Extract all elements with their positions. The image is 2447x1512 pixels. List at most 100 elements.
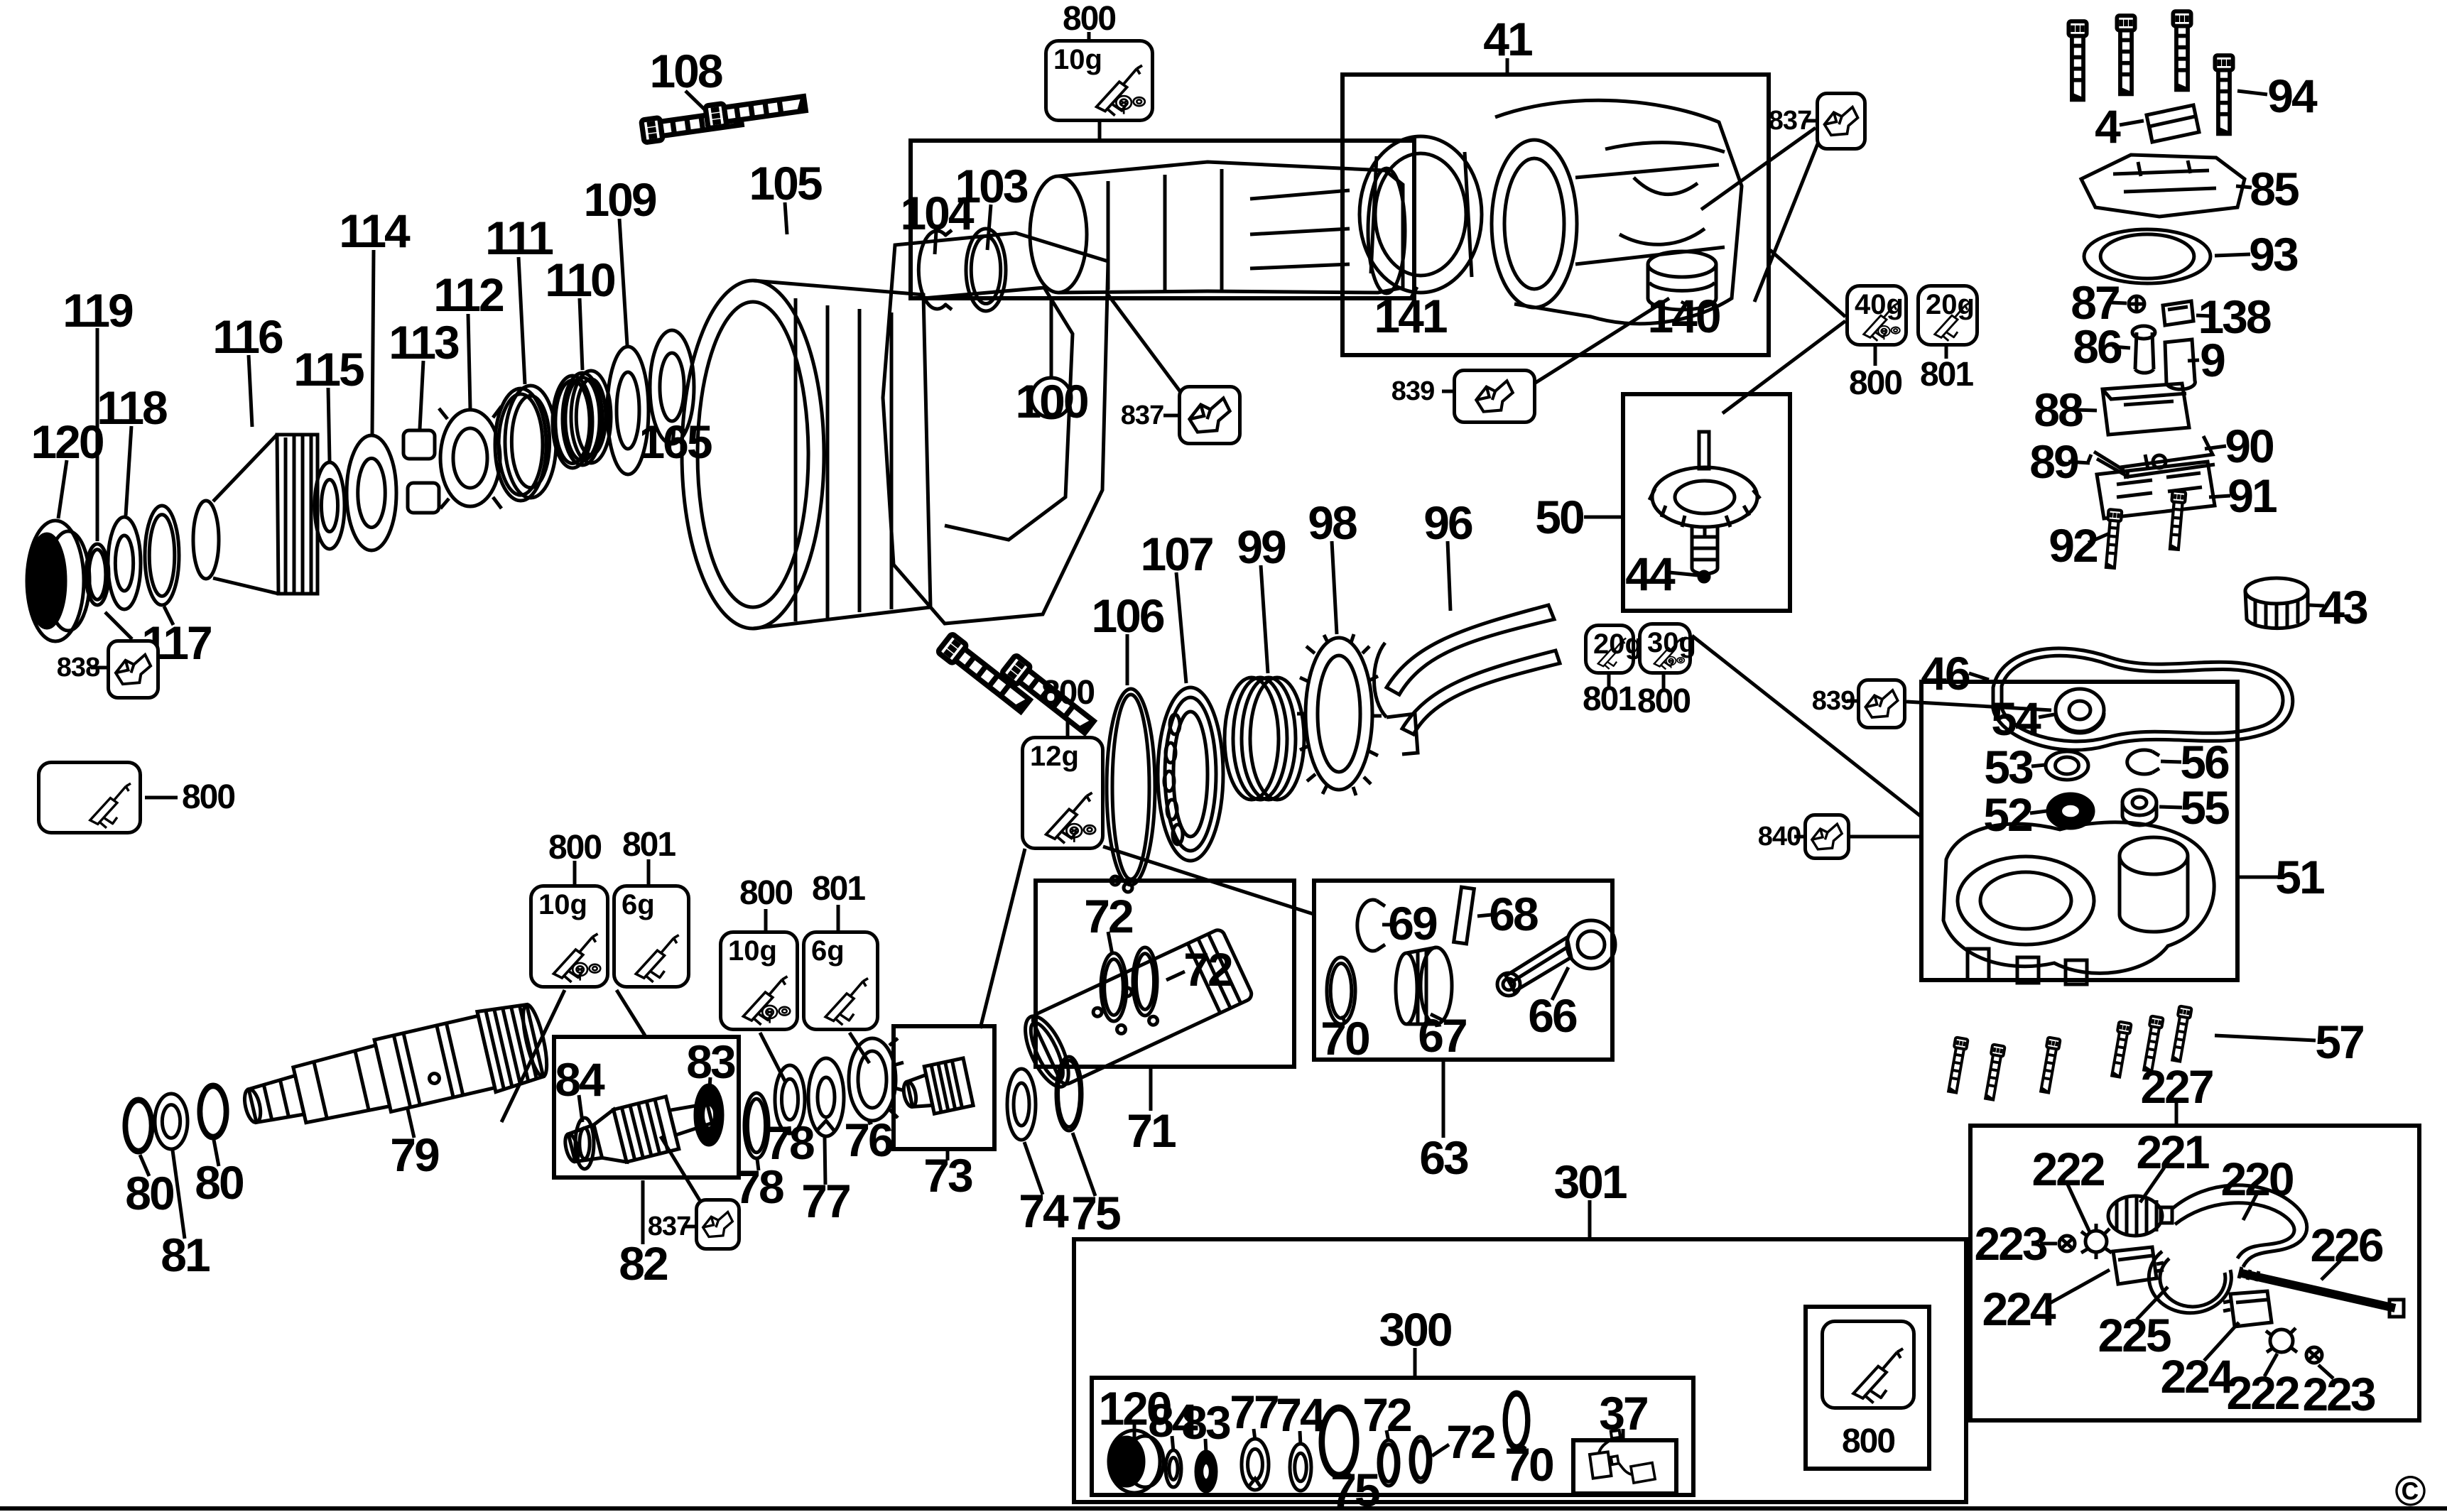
part-callout-74: 74 (1276, 1388, 1325, 1441)
part-callout-9: 9 (2200, 334, 2226, 386)
part-piston-group-63 (1355, 885, 1617, 1026)
part-spindle-79 (242, 1002, 549, 1125)
part-callout-837: 837 (1120, 401, 1164, 430)
part-callout-50: 50 (1535, 491, 1585, 543)
copyright-mark: © (2394, 1467, 2426, 1512)
part-callout-100: 100 (1015, 375, 1089, 428)
ring-part (773, 1063, 807, 1136)
grease-note-box: 40g (1845, 284, 1908, 347)
part-callout-119: 119 (63, 284, 134, 337)
part-callout-840: 840 (1757, 822, 1801, 852)
grease-amount: 10g (1053, 44, 1102, 75)
part-callout-90: 90 (2225, 420, 2274, 472)
part-motor-105 (680, 231, 1110, 736)
part-callout-75: 75 (1071, 1187, 1121, 1239)
service-ref-box (1816, 92, 1867, 151)
grease-note-box: 20g (1916, 284, 1979, 347)
part-callout-74: 74 (1019, 1185, 1068, 1237)
ring-part (2082, 227, 2213, 285)
ring-part (742, 1091, 771, 1160)
part-crown-gear-44 (1647, 430, 1762, 584)
part-callout-68: 68 (1489, 888, 1539, 940)
part-callout-80: 80 (125, 1167, 175, 1219)
part-callout-113: 113 (389, 316, 460, 369)
grease-amount: 10g (728, 935, 777, 967)
part-callout-85: 85 (2250, 163, 2299, 215)
grease-gun-icon (634, 933, 680, 984)
part-seal-kit-300 (1107, 1430, 1655, 1495)
part-callout-67: 67 (1418, 1009, 1467, 1062)
part-callout-800: 800 (548, 829, 602, 866)
part-callout-55: 55 (2180, 781, 2230, 834)
part-callout-801: 801 (622, 826, 676, 864)
part-callout-91: 91 (2228, 469, 2277, 522)
ring-part (106, 515, 143, 611)
service-ref-box (1857, 678, 1906, 729)
part-callout-77: 77 (801, 1175, 851, 1227)
part-side-handle-227 (2057, 1183, 2406, 1365)
grease-amount: 6g (811, 935, 845, 967)
part-callout-83: 83 (686, 1035, 736, 1088)
part-callout-800: 800 (1848, 364, 1903, 402)
ring-part (1054, 1055, 1084, 1133)
part-callout-107: 107 (1140, 528, 1214, 580)
grease-note-box: 10g (719, 930, 799, 1031)
part-callout-81: 81 (161, 1229, 210, 1281)
part-callout-111: 111 (485, 212, 554, 264)
grease-note-box (1821, 1320, 1916, 1410)
ring-part (1005, 1067, 1038, 1142)
ring-part (605, 344, 651, 477)
part-bearing-plate-51 (1941, 687, 2216, 986)
part-callout-224: 224 (2160, 1350, 2234, 1403)
part-callout-77: 77 (1230, 1386, 1279, 1438)
ring-part (1099, 951, 1129, 1023)
part-callout-92: 92 (2049, 519, 2098, 572)
ring-part (1409, 1435, 1433, 1484)
grease-gun-icon (823, 977, 869, 1026)
part-clutch-spindle-82 (563, 1036, 976, 1165)
part-callout-114: 114 (339, 205, 410, 257)
part-callout-52: 52 (1983, 788, 2033, 841)
part-callout-115: 115 (293, 343, 364, 396)
grease-amount: 12g (1030, 741, 1079, 772)
part-callout-80: 80 (195, 1156, 244, 1209)
part-screws-108 (641, 92, 806, 143)
part-callout-106: 106 (1091, 589, 1165, 642)
part-callout-800: 800 (181, 778, 236, 816)
part-callout-221: 221 (2136, 1126, 2210, 1178)
part-callout-800: 800 (1062, 0, 1117, 38)
part-callout-71: 71 (1127, 1104, 1176, 1157)
ring-part (1288, 1442, 1313, 1493)
grease-note-box: 30g (1638, 622, 1696, 675)
grease-amount: 6g (622, 889, 655, 920)
part-callout-103: 103 (955, 160, 1029, 212)
part-switch-stack (2078, 103, 2247, 568)
grease-gun-icon (1933, 302, 1970, 342)
armature-icon (1665, 656, 1686, 669)
ring-part (1131, 945, 1159, 1018)
part-callout-84: 84 (1148, 1394, 1198, 1447)
part-callout-72: 72 (1446, 1415, 1496, 1468)
part-chuck-front (25, 405, 503, 643)
part-callout-78: 78 (734, 1160, 784, 1213)
ring-part (197, 1082, 229, 1141)
part-callout-70: 70 (1504, 1438, 1554, 1491)
part-callout-839: 839 (1391, 376, 1435, 406)
part-callout-109: 109 (583, 173, 657, 226)
ring-part (153, 1092, 190, 1151)
part-callout-76: 76 (844, 1114, 894, 1166)
part-callout-75: 75 (1330, 1464, 1380, 1512)
assembly-box-51 (1919, 680, 2240, 982)
part-callout-96: 96 (1423, 496, 1473, 549)
part-callout-116: 116 (212, 310, 283, 363)
part-callout-54: 54 (1991, 692, 2041, 745)
grease-note-box: 12g (1021, 736, 1105, 850)
part-callout-140: 140 (1647, 290, 1721, 342)
part-callout-800: 800 (1041, 674, 1095, 712)
part-clutch-chain (1105, 603, 1563, 894)
grease-note-box: 6g (612, 884, 690, 989)
ring-part (344, 433, 398, 553)
part-callout-70: 70 (1320, 1012, 1370, 1065)
part-callout-82: 82 (619, 1237, 668, 1290)
part-gasket-46 (1991, 646, 2295, 752)
